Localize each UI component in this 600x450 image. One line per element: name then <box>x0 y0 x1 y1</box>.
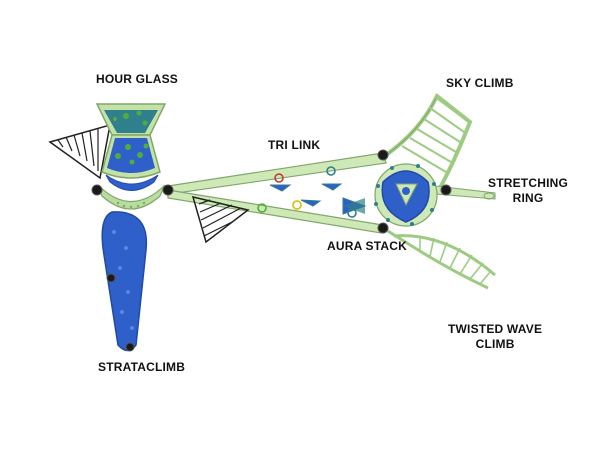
label-sky-climb-text: SKY CLIMB <box>446 76 514 90</box>
label-strataclimb: STRATACLIMB <box>98 360 185 375</box>
label-stretching-ring: STRETCHING RING <box>488 176 568 206</box>
hour-glass-structure <box>95 103 167 210</box>
tri-link-hanging-net <box>191 195 250 244</box>
label-tri-link-text: TRI LINK <box>268 138 321 152</box>
label-sky-climb: SKY CLIMB <box>446 76 514 91</box>
strataclimb-panel <box>101 211 148 352</box>
tri-link-handles <box>257 166 367 218</box>
label-aura-stack-text: AURA STACK <box>327 239 407 253</box>
sky-climb-ladder <box>381 92 473 189</box>
label-hour-glass-text: HOUR GLASS <box>96 72 179 86</box>
hour-glass-side-net <box>48 123 111 180</box>
label-twisted-wave-climb-line1: TWISTED WAVE <box>448 322 543 336</box>
label-aura-stack: AURA STACK <box>327 239 407 254</box>
aura-stack <box>374 163 438 227</box>
twisted-wave-climb-ladder <box>382 226 496 290</box>
label-twisted-wave-climb: TWISTED WAVE CLIMB <box>448 322 542 352</box>
label-stretching-ring-line1: STRETCHING <box>488 176 568 190</box>
label-stretching-ring-line2: RING <box>512 191 544 205</box>
label-hour-glass: HOUR GLASS <box>96 72 178 87</box>
label-tri-link: TRI LINK <box>268 138 320 153</box>
connector-joints <box>91 149 452 352</box>
label-twisted-wave-climb-line2: CLIMB <box>475 337 515 351</box>
label-strataclimb-text: STRATACLIMB <box>98 360 186 374</box>
